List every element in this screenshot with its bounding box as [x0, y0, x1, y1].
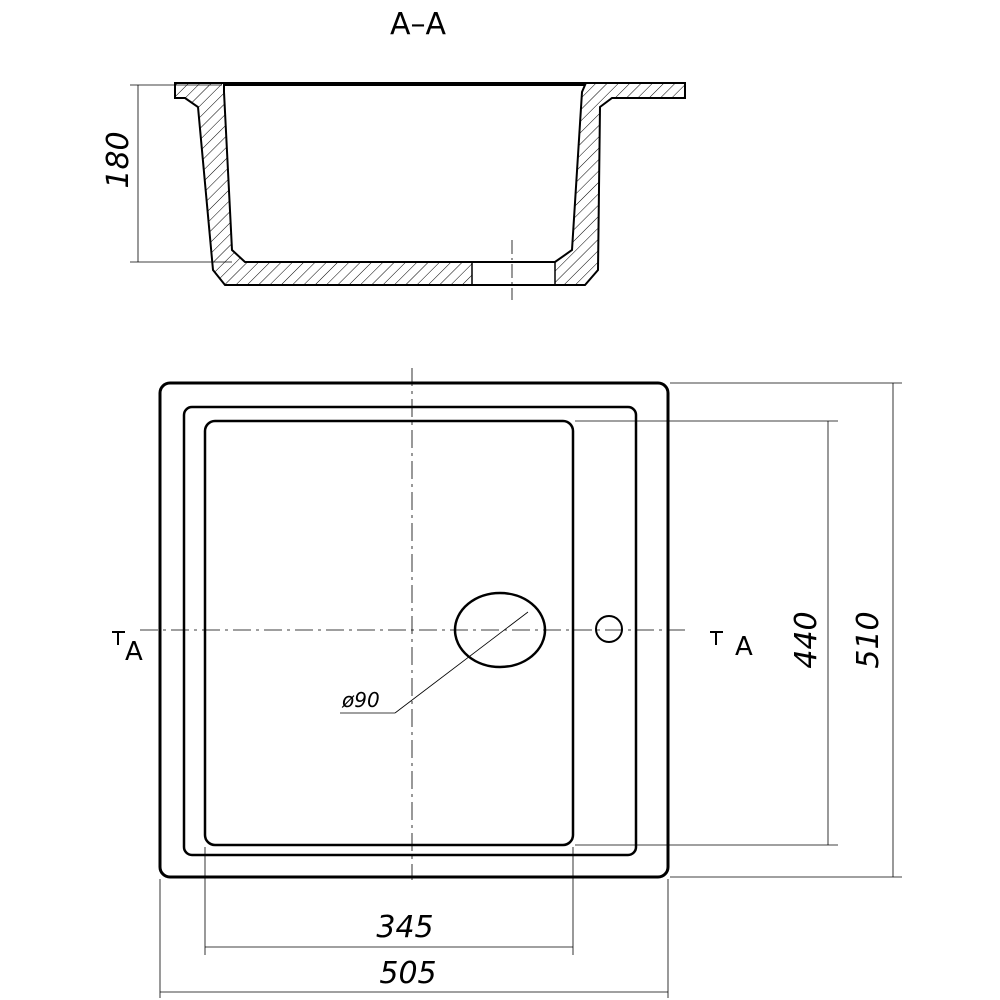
- drain-diameter-label: ø90: [341, 688, 380, 712]
- depth-dimension: 180: [101, 84, 232, 263]
- overall-width-dimension: 505: [159, 879, 669, 998]
- inner-height-dimension: 440: [575, 420, 838, 846]
- drain-hole: [453, 591, 547, 669]
- overall-height-dimension: 510: [670, 382, 902, 878]
- sink-deck-outline: [182, 405, 638, 857]
- section-view: [174, 82, 686, 300]
- drain-opening-section: [472, 262, 555, 285]
- section-marker-right-label: A: [735, 632, 753, 662]
- section-wall-profile: [174, 82, 686, 286]
- drain-leader-line: [394, 611, 529, 714]
- overall-height-label: 510: [851, 611, 886, 668]
- plan-view: ø90: [140, 368, 690, 880]
- section-marker-left: A: [112, 631, 143, 667]
- overall-width-label: 505: [379, 956, 436, 991]
- faucet-hole: [595, 615, 623, 643]
- section-title: A–A: [390, 7, 447, 42]
- inner-height-label: 440: [789, 611, 824, 668]
- bowl-width-label: 345: [376, 910, 433, 945]
- bowl-outline: [203, 419, 575, 847]
- section-marker-right: A: [710, 631, 753, 662]
- depth-dimension-label: 180: [101, 131, 136, 188]
- bowl-width-dimension: 345: [204, 847, 574, 955]
- section-marker-left-label: A: [125, 637, 143, 667]
